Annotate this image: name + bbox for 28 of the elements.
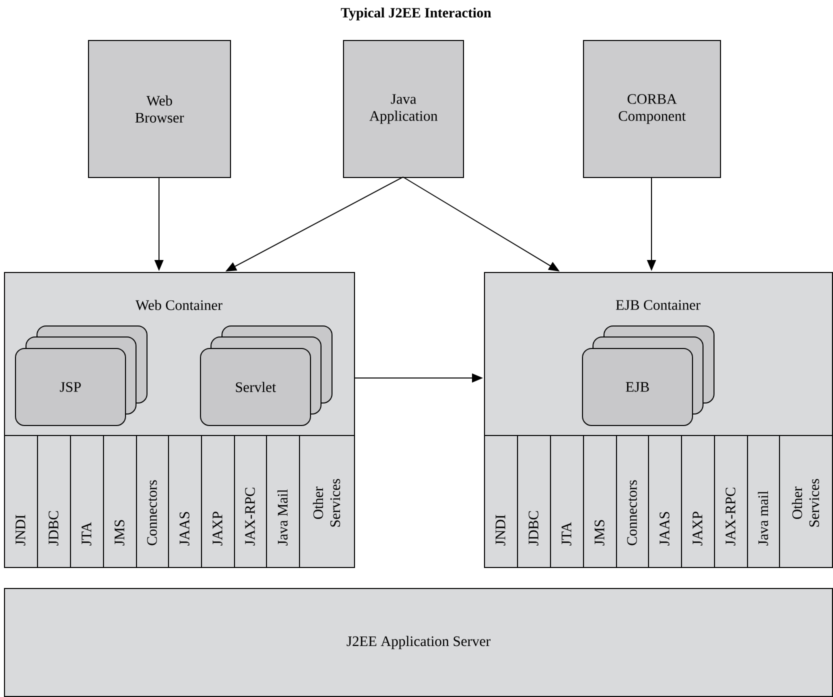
service-cell: JMS [583,435,617,568]
service-cell: JAX-RPC [234,435,267,568]
client-box: Java Application [343,40,464,178]
service-cell: JAXP [681,435,715,568]
client-box: Web Browser [88,40,231,178]
service-cell: JMS [103,435,137,568]
server-box: J2EE Application Server [4,588,833,697]
service-cell: Java Mail [266,435,300,568]
service-cell: Other Services [779,435,833,568]
service-cell: JNDI [4,435,38,568]
service-cell: JDBC [37,435,71,568]
component-card-stack: EJB [582,326,714,426]
service-cell: JAAS [648,435,682,568]
service-cell: Other Services [299,435,355,568]
service-cell: JAAS [168,435,202,568]
service-cell: JAX-RPC [714,435,748,568]
service-cell: Connectors [616,435,649,568]
service-cell: Connectors [136,435,169,568]
service-cell: JTA [550,435,584,568]
component-card-stack: JSP [15,326,148,426]
service-cell: JNDI [484,435,518,568]
client-box: CORBA Component [583,40,721,178]
service-cell: JTA [70,435,104,568]
title: Typical J2EE Interaction [340,8,492,20]
service-cell: JAXP [201,435,235,568]
component-card-stack: Servlet [200,326,332,426]
service-cell: JDBC [517,435,551,568]
service-cell: Java mail [747,435,780,568]
